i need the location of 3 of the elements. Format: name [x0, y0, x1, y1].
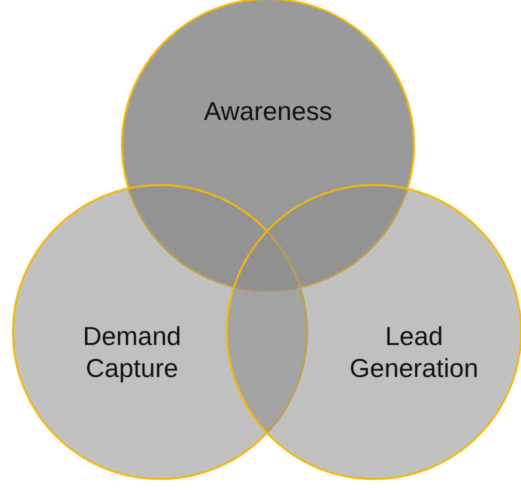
circle-label: Lead Generation	[348, 320, 480, 384]
circle-label: Awareness	[202, 95, 334, 127]
circle-label: Demand Capture	[82, 320, 182, 384]
